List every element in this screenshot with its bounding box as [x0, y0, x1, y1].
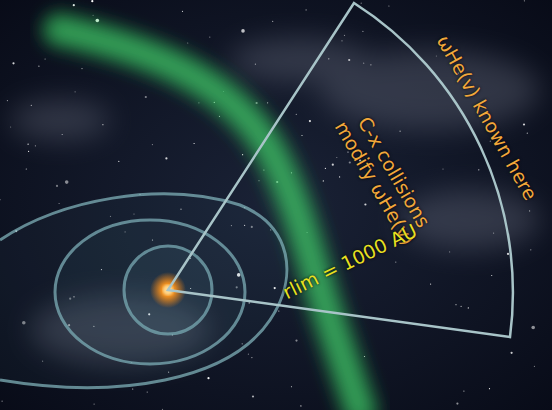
star — [341, 40, 342, 41]
star — [251, 357, 252, 358]
star — [491, 275, 492, 276]
star — [328, 58, 329, 59]
star — [468, 307, 469, 308]
star — [248, 354, 249, 355]
star — [511, 352, 513, 354]
star — [478, 169, 479, 170]
star — [456, 403, 458, 405]
star — [152, 144, 153, 145]
star — [295, 340, 297, 342]
star — [442, 168, 443, 169]
star — [165, 157, 167, 159]
star — [91, 0, 93, 2]
star — [461, 306, 462, 307]
star — [62, 134, 63, 135]
star — [194, 143, 195, 144]
star — [267, 102, 268, 103]
star — [296, 114, 297, 115]
star — [12, 62, 14, 64]
star — [325, 168, 326, 169]
star — [323, 180, 324, 181]
star — [306, 9, 307, 10]
star — [370, 64, 371, 65]
star — [388, 5, 389, 6]
star — [162, 409, 163, 410]
star — [59, 203, 60, 204]
star — [524, 0, 525, 1]
star — [339, 176, 340, 177]
star — [35, 145, 36, 146]
star — [7, 100, 8, 101]
star — [258, 180, 259, 181]
star — [531, 326, 535, 330]
star — [455, 304, 456, 305]
star — [400, 131, 401, 132]
star — [364, 203, 366, 205]
star — [75, 91, 76, 92]
star — [73, 4, 75, 6]
star — [332, 164, 334, 166]
star — [31, 105, 32, 106]
star — [489, 388, 490, 389]
star — [94, 404, 95, 405]
star — [28, 144, 29, 145]
star — [26, 168, 27, 169]
star — [242, 154, 243, 155]
star — [209, 37, 210, 38]
star — [182, 11, 183, 12]
star — [241, 29, 245, 33]
star — [0, 199, 1, 200]
star — [301, 135, 302, 136]
star — [463, 391, 464, 392]
star — [147, 392, 148, 393]
star — [145, 96, 147, 98]
star — [348, 59, 350, 61]
star — [430, 284, 431, 285]
star — [10, 126, 11, 127]
star — [291, 386, 292, 387]
star — [255, 64, 256, 65]
star — [309, 120, 311, 122]
star — [534, 366, 535, 367]
star — [361, 3, 362, 4]
star — [527, 133, 528, 134]
heliosphere-orbits — [0, 194, 287, 388]
star — [272, 21, 273, 22]
star — [38, 66, 39, 67]
star — [118, 161, 119, 162]
star — [507, 253, 509, 255]
star — [344, 35, 345, 36]
star — [530, 249, 531, 250]
star — [449, 251, 450, 252]
star — [364, 356, 365, 357]
star — [28, 151, 29, 152]
star — [523, 123, 525, 125]
star — [1, 401, 2, 402]
star — [45, 58, 46, 59]
star — [56, 185, 58, 187]
star — [93, 15, 94, 16]
star — [207, 377, 209, 379]
star — [436, 55, 437, 56]
star — [252, 395, 254, 397]
star — [187, 42, 188, 43]
star — [336, 157, 337, 158]
star — [65, 180, 69, 184]
star — [363, 63, 364, 64]
star — [278, 310, 279, 311]
star — [132, 388, 133, 389]
star — [395, 262, 396, 263]
star — [81, 68, 82, 69]
star — [300, 405, 301, 406]
star — [493, 233, 494, 234]
star — [529, 210, 530, 211]
star — [102, 124, 103, 125]
star — [362, 31, 363, 32]
